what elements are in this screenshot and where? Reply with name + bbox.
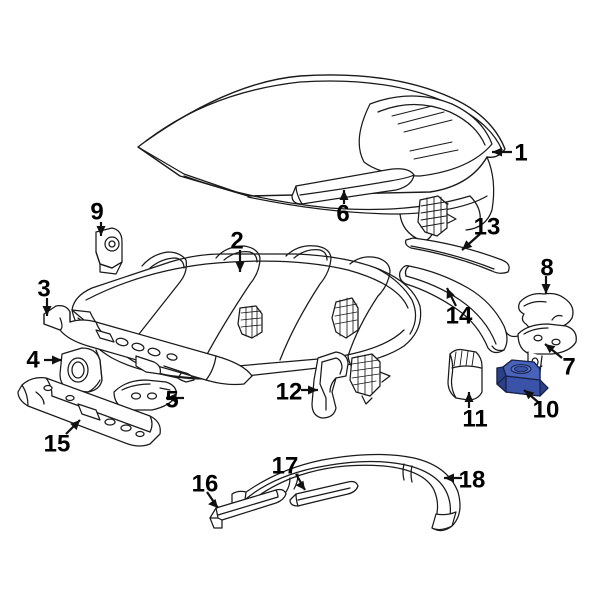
part-lower-hinge-bracket [349, 353, 391, 405]
part-rear-bow-trim [291, 168, 415, 205]
part-front-header-rail [43, 305, 253, 386]
part-front-weatherstrip-short [209, 488, 287, 529]
callout-6: 6 [336, 201, 349, 228]
part-pivot-bracket [95, 227, 123, 275]
callout-18: 18 [459, 467, 486, 494]
callout-3: 3 [37, 276, 50, 303]
part-striker-plate [505, 323, 577, 373]
callout-17: 17 [272, 453, 299, 480]
part-side-link-bracket [311, 351, 349, 419]
diagram-artwork [17, 74, 577, 532]
part-filler-pad [447, 348, 483, 401]
callout-16: 16 [192, 471, 219, 498]
callout-7: 7 [562, 354, 575, 381]
callout-15: 15 [44, 431, 71, 458]
callout-11: 11 [462, 406, 487, 433]
part-upper-hinge-bracket [417, 195, 457, 237]
callout-10: 10 [533, 397, 560, 424]
callout-number-group: 1 2 3 4 5 6 7 8 9 10 11 12 13 14 15 16 1… [26, 140, 575, 498]
part-corner-bracket [59, 347, 103, 393]
callout-14: 14 [446, 303, 473, 330]
part-soft-top-cover [137, 74, 506, 242]
callout-4: 4 [26, 347, 40, 374]
callout-12: 12 [276, 379, 303, 406]
part-center-weatherstrip [289, 480, 359, 507]
callout-8: 8 [540, 255, 553, 282]
callout-leader-lines [42, 147, 563, 509]
callout-2: 2 [230, 228, 243, 255]
callout-5: 5 [165, 387, 178, 414]
callout-1: 1 [514, 140, 527, 167]
part-rear-weatherstrip [404, 237, 510, 274]
part-seal-retainer [518, 292, 574, 330]
callout-13: 13 [474, 214, 501, 241]
part-side-rail-seal [399, 265, 508, 354]
part-latch-cover-highlighted[interactable] [496, 359, 549, 397]
part-rear-cross-member [17, 377, 161, 447]
callout-9: 9 [90, 199, 103, 226]
